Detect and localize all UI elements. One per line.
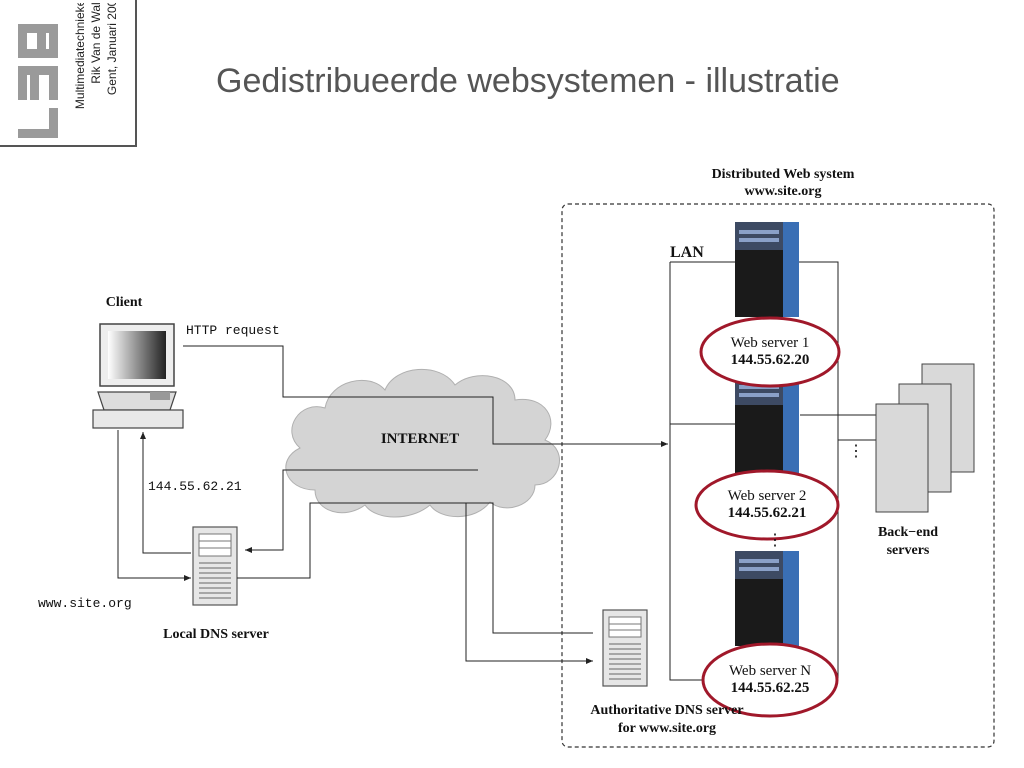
web-server-1-ring	[699, 316, 841, 388]
web-server-2-ring	[694, 469, 840, 541]
server-ellipsis: ⋮	[767, 532, 783, 549]
client-label: Client	[106, 295, 143, 310]
backend-ellipsis: ⋮	[848, 443, 864, 460]
web-server-1-ip: 144.55.62.20	[731, 352, 810, 368]
auth-dns-label-line2: for www.site.org	[618, 721, 716, 736]
http-request-label: HTTP request	[186, 323, 280, 338]
system-title-line2: www.site.org	[745, 184, 822, 199]
backend-label-line2: servers	[887, 543, 930, 558]
distributed-system-boundary	[561, 203, 995, 748]
web-server-n-tower	[735, 551, 799, 646]
local-dns-label: Local DNS server	[163, 627, 269, 642]
web-server-n-name: Web server N	[729, 663, 811, 679]
system-title-line1: Distributed Web system	[712, 167, 855, 182]
web-server-n-ring	[701, 642, 839, 718]
local-dns-server-icon	[192, 526, 238, 606]
lab-logo	[18, 24, 58, 138]
logo-block: Multimediatechnieken Rik Van de Walle Ge…	[0, 0, 137, 147]
client-computer-icon	[92, 323, 184, 429]
client-domain-label: www.site.org	[38, 596, 132, 611]
web-server-2-name: Web server 2	[728, 488, 807, 504]
web-server-1-tower	[735, 222, 799, 317]
internet-cloud	[285, 369, 560, 518]
backend-link	[800, 414, 876, 441]
auth-dns-label-line1: Authoritative DNS server	[590, 703, 743, 718]
lan-bus	[669, 261, 839, 681]
auth-dns-query-arrow	[465, 503, 593, 664]
authoritative-dns-server-icon	[602, 609, 648, 687]
client-dns-query-arrow	[117, 430, 191, 581]
backend-label-line1: Back−end	[878, 525, 938, 540]
backend-servers-icon	[875, 363, 975, 513]
dns-forward-path	[237, 502, 593, 634]
http-request-arrow	[183, 345, 668, 447]
client-ip-label: 144.55.62.21	[148, 479, 242, 494]
web-server-2-ip: 144.55.62.21	[728, 505, 807, 521]
slide-title: Gedistribueerde websystemen - illustrati…	[216, 62, 840, 100]
internet-label: INTERNET	[381, 431, 459, 447]
lan-label: LAN	[670, 244, 704, 261]
web-server-1-name: Web server 1	[731, 335, 810, 351]
web-server-2-tower	[735, 377, 799, 477]
web-server-n-ip: 144.55.62.25	[731, 680, 810, 696]
dns-reply-to-client-arrow	[140, 432, 191, 554]
